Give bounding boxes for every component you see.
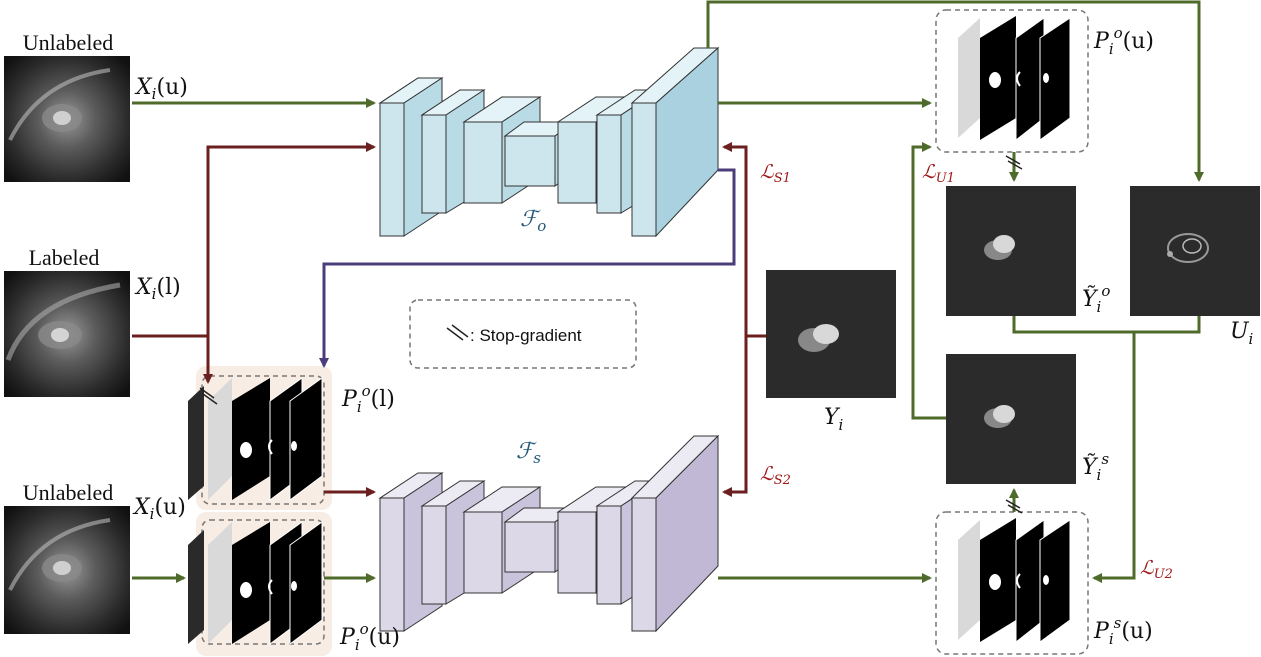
label-y-tilde-o: Ỹio	[1082, 282, 1110, 316]
image-y-i-ground-truth	[766, 270, 896, 398]
caption-labeled: Labeled	[29, 245, 100, 270]
connections-green	[132, 0, 1204, 583]
stop-gradient-mark-top	[1005, 155, 1023, 170]
stop-gradient-mark-left	[199, 387, 218, 405]
stop-gradient-mark-bottom	[1005, 499, 1023, 514]
mri-image-unlabeled-bottom	[4, 506, 130, 634]
image-u-i	[1130, 186, 1260, 316]
label-y-tilde-s: Ỹis	[1082, 450, 1109, 484]
label-loss-s1: ℒS1	[760, 161, 791, 186]
label-xi-u-bottom: Xi(u)	[132, 495, 186, 523]
label-ps-u: Pis(u)	[1093, 614, 1153, 648]
label-network-student: ℱs	[516, 439, 541, 467]
legend-stop-gradient-text: : Stop-gradient	[470, 326, 582, 345]
input-unlabeled-top: Unlabeled	[4, 30, 130, 182]
label-po-l: Pio(l)	[341, 382, 395, 416]
legend-stop-gradient: : Stop-gradient	[409, 299, 637, 369]
mri-image-labeled	[4, 271, 130, 397]
panel-prediction-po-l	[188, 366, 332, 510]
input-unlabeled-bottom: Unlabeled	[4, 480, 130, 634]
network-teacher	[378, 46, 720, 238]
mri-image-unlabeled-top	[4, 56, 130, 182]
stop-gradient-icon	[446, 324, 469, 341]
label-network-teacher: ℱo	[520, 207, 546, 235]
input-labeled: Labeled	[4, 245, 130, 397]
connections-purple	[319, 168, 736, 368]
label-y-i: Yi	[824, 405, 844, 434]
image-y-tilde-o	[946, 186, 1076, 316]
caption-unlabeled-bottom: Unlabeled	[23, 480, 113, 505]
label-xi-l: Xi(l)	[134, 275, 181, 303]
network-student	[378, 434, 720, 633]
panel-prediction-po-u	[935, 9, 1089, 153]
caption-unlabeled-top: Unlabeled	[23, 30, 113, 55]
connections-red	[132, 142, 766, 497]
image-y-tilde-s	[946, 354, 1076, 484]
label-loss-u1: ℒU1	[922, 161, 955, 186]
label-po-u-bottom: Pio(u)	[339, 620, 400, 654]
label-u-i: Ui	[1230, 319, 1254, 348]
label-po-u: Pio(u)	[1093, 24, 1154, 58]
panel-prediction-ps-u	[935, 511, 1089, 655]
panel-prediction-po-u-bottom	[188, 512, 332, 656]
label-loss-u2: ℒU2	[1140, 557, 1173, 582]
label-loss-s2: ℒS2	[760, 463, 791, 488]
label-xi-u-top: Xi(u)	[134, 75, 188, 103]
